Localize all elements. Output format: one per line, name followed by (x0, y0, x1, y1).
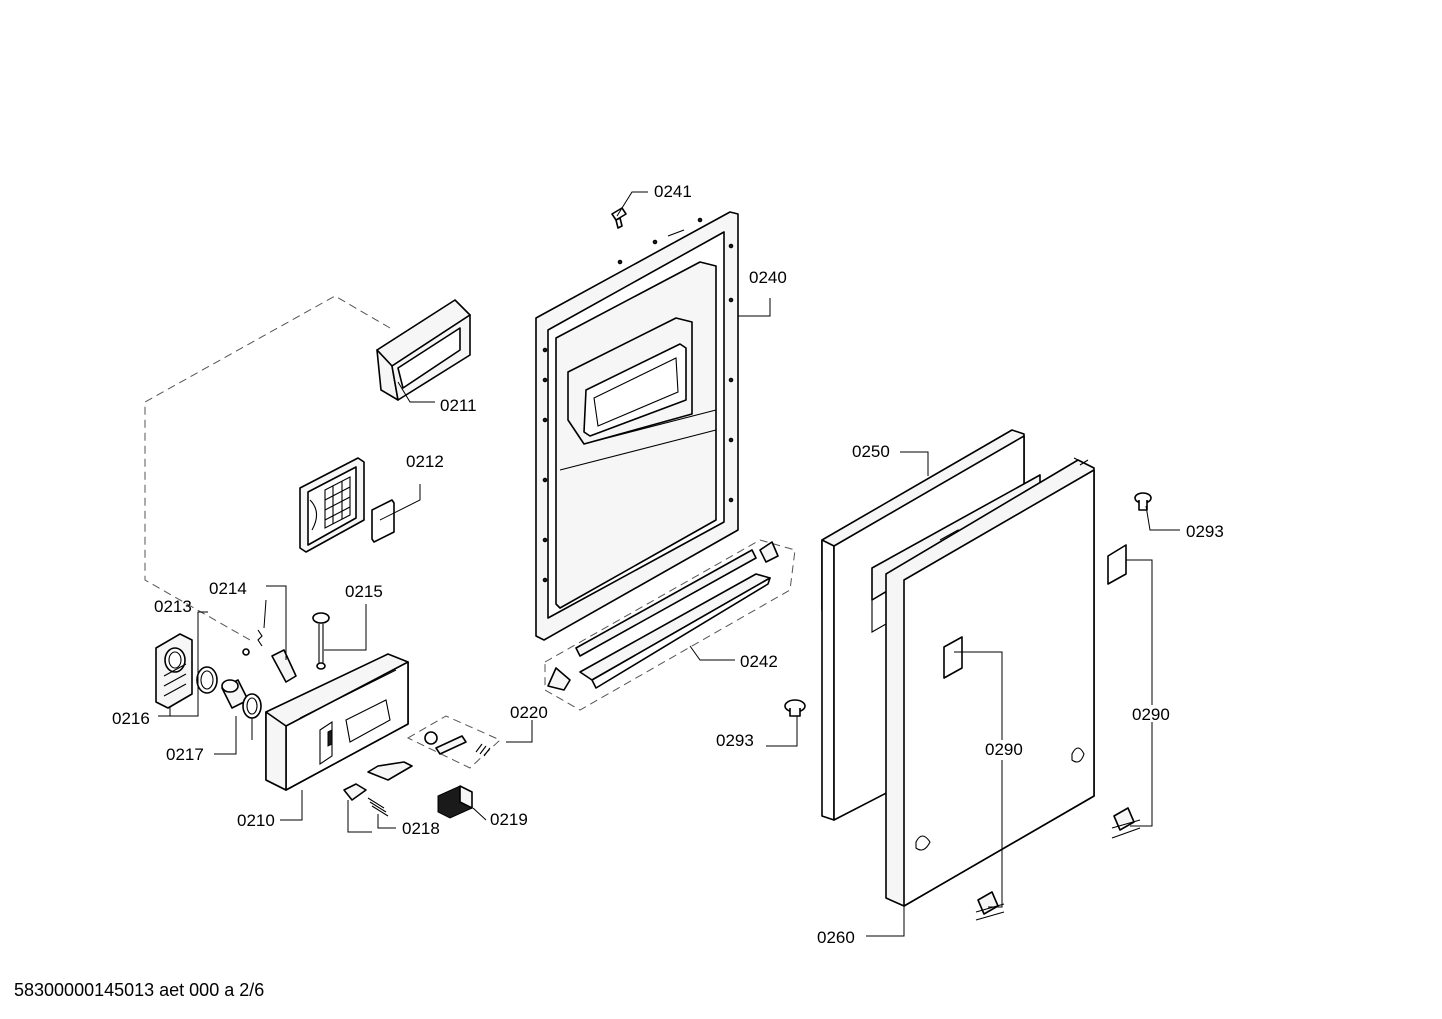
drawing-reference-number: 58300000145013 aet 000 a 2/6 (14, 980, 265, 1000)
label-0219: 0219 (490, 810, 528, 829)
part-0220-latch (406, 715, 501, 769)
part-0211-window-frame (376, 299, 471, 401)
label-0241: 0241 (654, 182, 692, 201)
label-0290-center: 0290 (985, 740, 1023, 759)
leader-lines (158, 191, 1180, 937)
label-0293-right: 0293 (1186, 522, 1224, 541)
label-0216: 0216 (112, 709, 150, 728)
part-0219-switch (437, 785, 473, 819)
part-0241-screw (611, 207, 627, 229)
part-0212-filter-cover (299, 457, 395, 553)
part-0240-inner-door (535, 211, 739, 641)
label-0290-right: 0290 (1132, 705, 1170, 724)
part-0216-handle (155, 633, 193, 709)
label-0212: 0212 (406, 452, 444, 471)
label-0242: 0242 (740, 652, 778, 671)
part-0260-door-front (871, 457, 1095, 907)
part-0293-buttons (784, 492, 1152, 717)
part-0218-hook-spring (343, 761, 413, 817)
label-0214: 0214 (209, 579, 247, 598)
label-0213: 0213 (154, 597, 192, 616)
part-0213-ring (196, 666, 218, 694)
part-0242-bottom-strip (544, 539, 796, 711)
label-0240: 0240 (749, 268, 787, 287)
part-0214-spring-lever (242, 629, 297, 683)
label-0217: 0217 (166, 745, 204, 764)
label-0220: 0220 (510, 703, 548, 722)
label-0260: 0260 (817, 928, 855, 947)
label-0250: 0250 (852, 442, 890, 461)
part-0210-dispenser-housing (265, 653, 409, 791)
label-0215: 0215 (345, 582, 383, 601)
assembly-dashed-outline (144, 295, 391, 641)
part-number-labels: 0211 0212 0213 0214 0215 0216 0217 0210 … (112, 182, 1224, 947)
label-0211: 0211 (440, 396, 477, 415)
part-0217-bushing (221, 679, 262, 719)
part-0215-pin (312, 612, 330, 670)
label-0293-left: 0293 (716, 731, 754, 750)
label-0218: 0218 (402, 819, 440, 838)
part-0290-pads-and-clips (975, 544, 1141, 921)
label-0210: 0210 (237, 811, 275, 830)
